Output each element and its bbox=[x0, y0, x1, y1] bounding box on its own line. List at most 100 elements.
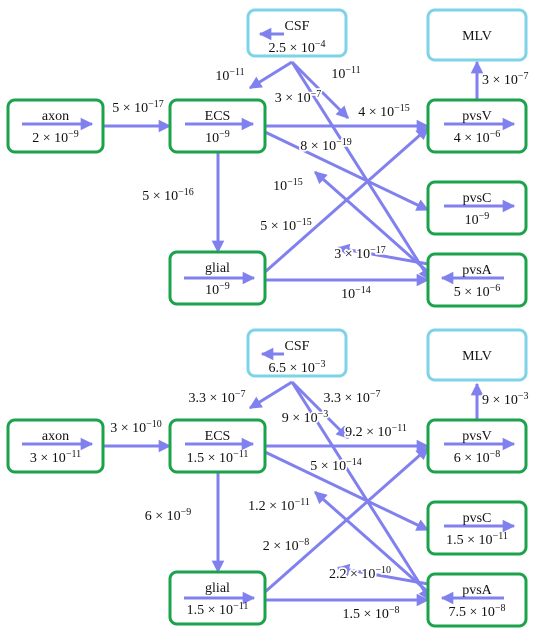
node-pvsv-value-bottom: 6 × 10−8 bbox=[454, 449, 501, 467]
node-pvsa-value-top: 5 × 10−6 bbox=[454, 283, 501, 301]
node-ecs-box-top bbox=[168, 98, 267, 154]
edge-label-csf-to-ecs-bottom: 3.3 × 10−7 bbox=[188, 389, 245, 407]
node-csf-box-top bbox=[246, 8, 348, 58]
node-pvsc-value-top: 10−9 bbox=[465, 211, 490, 229]
edge-label-halo-csf-to-ecs-top: 10−11 bbox=[215, 67, 244, 85]
node-pvsc-box-bottom bbox=[426, 500, 528, 556]
edge-ecs-to-csf-bottom bbox=[248, 380, 293, 410]
node-axon-value-bottom: 3 × 10−11 bbox=[30, 449, 81, 467]
node-pvsv-name-bottom: pvsV bbox=[462, 429, 492, 444]
node-axon-name-bottom: axon bbox=[42, 429, 69, 444]
edge-label-halo-ecs-to-pvsc-top: 8 × 10−19 bbox=[300, 137, 352, 155]
node-pvsa-name-top: pvsA bbox=[462, 263, 492, 278]
edge-label-halo-axon-to-ecs-bottom: 3 × 10−10 bbox=[110, 419, 162, 437]
edge-pvsa-to-glial-top bbox=[336, 243, 429, 266]
edge-label-halo-glial-to-pvsa-top: 10−14 bbox=[341, 285, 371, 303]
node-glial-value-top: 10−9 bbox=[205, 281, 230, 299]
node-glial-name-bottom: glial bbox=[205, 581, 230, 596]
node-glial-name-top: glial bbox=[205, 261, 230, 276]
edge-label-halo-pvsv-to-mlv-top: 3 × 10−7 bbox=[482, 71, 529, 89]
edge-label-pvsv-to-mlv-top: 3 × 10−7 bbox=[482, 71, 529, 89]
node-axon-box-bottom bbox=[6, 418, 105, 474]
node-pvsv-value-top: 4 × 10−6 bbox=[454, 129, 501, 147]
edge-label-halo-csf-to-pvsa-top: 10−11 bbox=[331, 65, 360, 83]
edge-label-ecs-to-glial-bottom: 6 × 10−9 bbox=[145, 507, 192, 525]
edge-label-halo-csf-to-ecs-bottom: 3.3 × 10−7 bbox=[188, 389, 245, 407]
node-csf-box-bottom bbox=[246, 328, 348, 378]
edge-label-ecs-to-csf-bottom: 9 × 10−3 bbox=[282, 409, 329, 427]
edge-ecs-to-pvsc-bottom bbox=[264, 450, 430, 532]
node-pvsv-box-bottom bbox=[426, 418, 528, 474]
node-axon-box-top bbox=[6, 98, 105, 154]
edge-label-ecs-to-pvsc-bottom: 5 × 10−14 bbox=[310, 457, 362, 475]
edge-label-pvsa-to-ecs-top: 10−15 bbox=[273, 177, 303, 195]
edge-label-halo-pvsa-to-glial-bottom: 2.2 × 10−10 bbox=[329, 565, 391, 583]
edge-label-halo-axon-to-ecs-top: 5 × 10−17 bbox=[112, 99, 164, 117]
edge-label-halo-ecs-to-glial-bottom: 6 × 10−9 bbox=[145, 507, 192, 525]
edge-pvsa-to-ecs-bottom bbox=[314, 490, 429, 594]
node-pvsa-name-bottom: pvsA bbox=[462, 583, 492, 598]
edge-pvsa-to-ecs-top bbox=[314, 170, 429, 274]
edge-label-halo-ecs-to-pvsv-bottom: 9.2 × 10−11 bbox=[345, 423, 407, 441]
edge-label-halo-glial-to-pvsv-top: 5 × 10−15 bbox=[260, 217, 312, 235]
node-pvsc-name-bottom: pvsC bbox=[463, 511, 492, 526]
edge-label-glial-to-pvsv-top: 5 × 10−15 bbox=[260, 217, 312, 235]
edge-label-halo-pvsa-to-glial-top: 3 × 10−17 bbox=[334, 245, 386, 263]
node-mlv-name-bottom: MLV bbox=[462, 349, 492, 364]
edge-csf-to-ecs-bottom bbox=[290, 380, 350, 440]
edge-label-halo-ecs-to-pvsc-bottom: 5 × 10−14 bbox=[310, 457, 362, 475]
node-pvsa-value-bottom: 7.5 × 10−8 bbox=[448, 603, 505, 621]
node-csf-value-bottom: 6.5 × 10−3 bbox=[268, 359, 325, 377]
edge-label-halo-glial-to-pvsa-bottom: 1.5 × 10−8 bbox=[342, 605, 399, 623]
edge-label-pvsv-to-mlv-bottom: 9 × 10−3 bbox=[482, 391, 529, 409]
node-glial-value-bottom: 1.5 × 10−11 bbox=[187, 601, 249, 619]
edge-label-glial-to-pvsa-top: 10−14 bbox=[341, 285, 371, 303]
node-ecs-value-bottom: 1.5 × 10−11 bbox=[187, 449, 249, 467]
node-mlv-box-bottom bbox=[426, 328, 528, 382]
edge-label-halo-ecs-to-glial-top: 5 × 10−16 bbox=[142, 187, 194, 205]
node-pvsv-name-top: pvsV bbox=[462, 109, 492, 124]
edge-label-ecs-to-csf-top: 3 × 10−7 bbox=[275, 89, 322, 107]
node-pvsa-box-bottom bbox=[426, 572, 528, 628]
edge-label-pvsa-to-ecs-bottom: 1.2 × 10−11 bbox=[248, 497, 310, 515]
edge-label-pvsa-to-glial-bottom: 2.2 × 10−10 bbox=[329, 565, 391, 583]
node-mlv-box-top bbox=[426, 8, 528, 62]
node-ecs-value-top: 10−9 bbox=[205, 129, 230, 147]
edge-label-halo-glial-to-pvsv-bottom: 2 × 10−8 bbox=[263, 537, 310, 555]
edge-label-halo-ecs-to-csf-top: 3 × 10−7 bbox=[275, 89, 322, 107]
edge-label-halo-ecs-to-csf-bottom: 9 × 10−3 bbox=[282, 409, 329, 427]
node-ecs-name-top: ECS bbox=[205, 109, 231, 124]
edge-pvsa-to-glial-bottom bbox=[336, 563, 429, 586]
node-axon-value-top: 2 × 10−9 bbox=[32, 129, 79, 147]
edge-ecs-to-csf-top bbox=[248, 60, 293, 90]
edge-glial-to-pvsv-bottom bbox=[264, 446, 429, 594]
edge-label-axon-to-ecs-top: 5 × 10−17 bbox=[112, 99, 164, 117]
edge-csf-to-pvsa-bottom bbox=[290, 381, 432, 602]
edge-label-csf-to-ecs-top: 10−11 bbox=[215, 67, 244, 85]
node-csf-value-top: 2.5 × 10−4 bbox=[268, 39, 325, 57]
node-pvsc-name-top: pvsC bbox=[463, 191, 492, 206]
node-csf-name-bottom: CSF bbox=[285, 339, 310, 354]
edge-label-pvsa-to-glial-top: 3 × 10−17 bbox=[334, 245, 386, 263]
edge-label-ecs-to-glial-top: 5 × 10−16 bbox=[142, 187, 194, 205]
edge-label-ecs-to-pvsv-bottom: 9.2 × 10−11 bbox=[345, 423, 407, 441]
node-pvsv-box-top bbox=[426, 98, 528, 154]
node-axon-name-top: axon bbox=[42, 109, 69, 124]
edge-label-halo-csf-to-pvsa-bottom: 3.3 × 10−7 bbox=[323, 389, 380, 407]
edge-label-csf-to-pvsa-bottom: 3.3 × 10−7 bbox=[323, 389, 380, 407]
edge-ecs-to-pvsc-top bbox=[264, 130, 430, 212]
edge-csf-to-ecs-top bbox=[290, 60, 350, 120]
edge-label-halo-ecs-to-pvsv-top: 4 × 10−15 bbox=[358, 103, 410, 121]
edge-label-glial-to-pvsv-bottom: 2 × 10−8 bbox=[263, 537, 310, 555]
node-ecs-name-bottom: ECS bbox=[205, 429, 231, 444]
node-pvsa-box-top bbox=[426, 252, 528, 308]
edge-label-halo-pvsa-to-ecs-bottom: 1.2 × 10−11 bbox=[248, 497, 310, 515]
node-pvsc-value-bottom: 1.5 × 10−11 bbox=[446, 531, 508, 549]
edge-csf-to-pvsa-top bbox=[290, 61, 432, 282]
node-pvsc-box-top bbox=[426, 180, 528, 236]
edge-label-csf-to-pvsa-top: 10−11 bbox=[331, 65, 360, 83]
edge-glial-to-pvsv-top bbox=[264, 126, 429, 274]
edge-label-halo-pvsa-to-ecs-top: 10−15 bbox=[273, 177, 303, 195]
edge-label-halo-pvsv-to-mlv-bottom: 9 × 10−3 bbox=[482, 391, 529, 409]
